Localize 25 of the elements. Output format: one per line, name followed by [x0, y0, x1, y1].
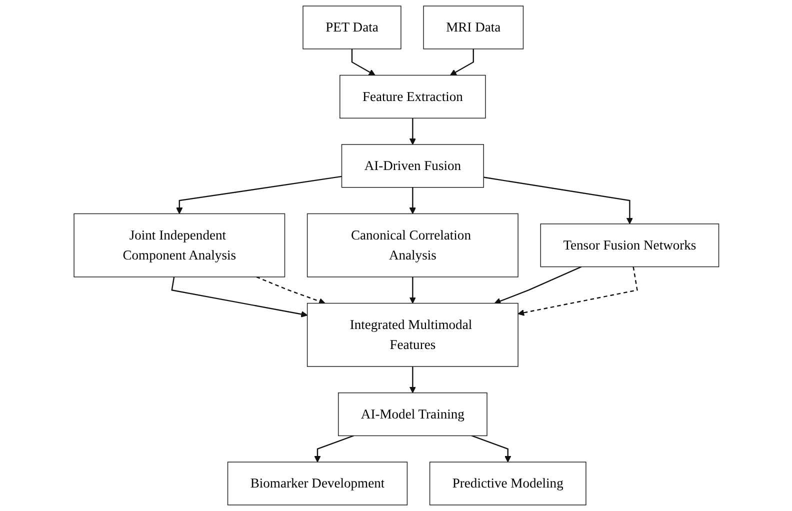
- node-box: Tensor Fusion Networks: [540, 224, 719, 268]
- node-box: Feature Extraction: [339, 74, 486, 119]
- node-box: PET Data: [302, 6, 401, 50]
- arrow: [176, 176, 342, 214]
- node-box: MRI Data: [422, 6, 524, 50]
- arrow: [408, 187, 416, 214]
- arrow: [450, 48, 474, 76]
- arrow: [471, 435, 511, 462]
- arrow: [517, 266, 638, 316]
- arrow: [170, 276, 308, 318]
- node-box: AI-Driven Fusion: [340, 144, 484, 188]
- arrow: [408, 366, 416, 394]
- arrow: [483, 176, 633, 224]
- node-box: Biomarker Development: [226, 462, 408, 506]
- node-box: Canonical Correlation Analysis: [306, 213, 518, 278]
- arrow: [256, 276, 325, 304]
- node-box: Predictive Modeling: [429, 462, 586, 506]
- node-box: Integrated Multimodal Features: [306, 302, 518, 367]
- arrow: [408, 276, 416, 304]
- node-box: AI-Model Training: [338, 392, 487, 436]
- arrow: [314, 435, 354, 462]
- arrow: [408, 118, 416, 145]
- arrow: [350, 48, 375, 76]
- node-box: Joint Independent Component Analysis: [73, 213, 285, 278]
- arrow: [494, 266, 582, 304]
